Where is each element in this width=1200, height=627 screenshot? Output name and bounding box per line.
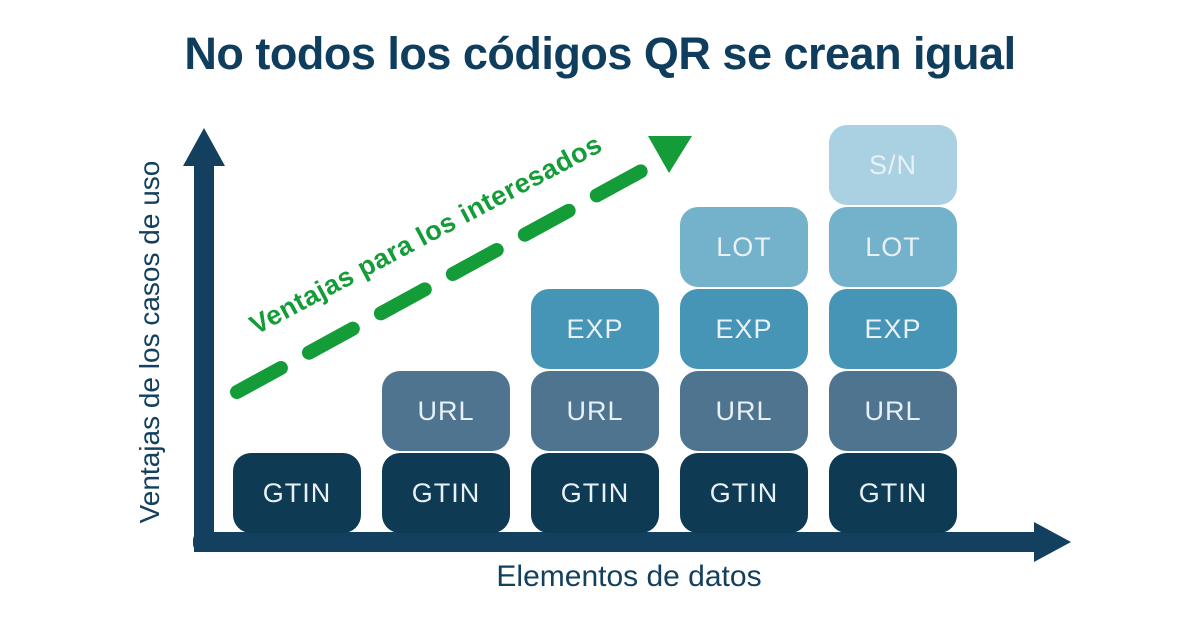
block-lot: LOT bbox=[829, 207, 957, 287]
column-3: EXP URL GTIN bbox=[531, 289, 659, 533]
column-2: URL GTIN bbox=[382, 371, 510, 533]
block-gtin: GTIN bbox=[382, 453, 510, 533]
y-axis-line bbox=[194, 164, 214, 552]
y-axis-label: Ventajas de los casos de uso bbox=[134, 160, 165, 524]
x-axis-line bbox=[193, 532, 1036, 552]
block-lot: LOT bbox=[680, 207, 808, 287]
block-exp: EXP bbox=[680, 289, 808, 369]
y-axis-arrowhead-icon bbox=[183, 128, 225, 166]
block-gtin: GTIN bbox=[829, 453, 957, 533]
block-url: URL bbox=[680, 371, 808, 451]
block-gtin: GTIN bbox=[233, 453, 361, 533]
column-5: S/N LOT EXP URL GTIN bbox=[829, 125, 957, 533]
block-gtin: GTIN bbox=[680, 453, 808, 533]
block-gtin: GTIN bbox=[531, 453, 659, 533]
block-url: URL bbox=[531, 371, 659, 451]
block-sn: S/N bbox=[829, 125, 957, 205]
x-axis-arrowhead-icon bbox=[1034, 522, 1071, 562]
page-title: No todos los códigos QR se crean igual bbox=[184, 28, 1016, 79]
block-url: URL bbox=[382, 371, 510, 451]
block-exp: EXP bbox=[829, 289, 957, 369]
block-exp: EXP bbox=[531, 289, 659, 369]
column-1: GTIN bbox=[233, 453, 361, 533]
column-4: LOT EXP URL GTIN bbox=[680, 207, 808, 533]
block-url: URL bbox=[829, 371, 957, 451]
trend-arrowhead-icon bbox=[648, 136, 692, 173]
x-axis-label: Elementos de datos bbox=[496, 560, 762, 593]
